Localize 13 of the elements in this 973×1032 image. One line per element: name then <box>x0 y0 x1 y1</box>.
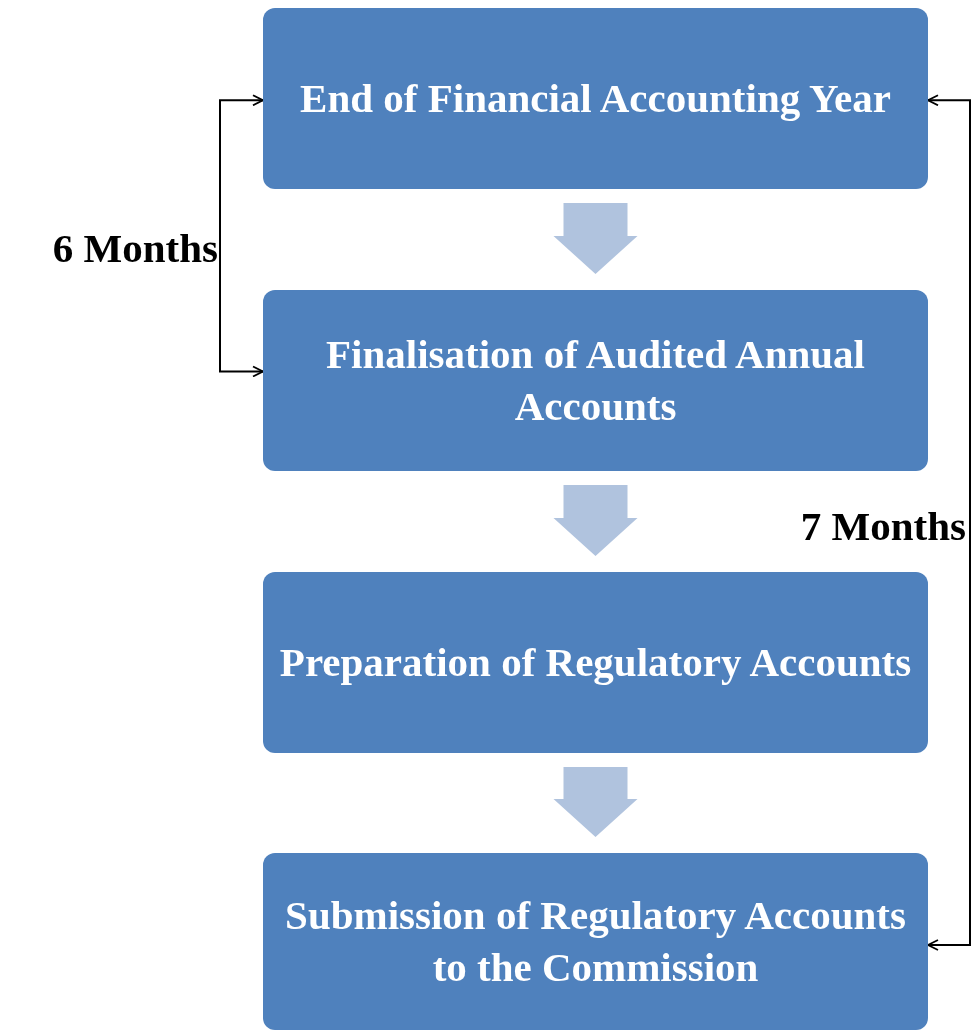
box-label: End of Financial Accounting Year <box>300 73 891 123</box>
bracket-arrow <box>219 94 264 378</box>
block-arrow <box>553 203 638 274</box>
process-box <box>263 572 928 753</box>
block-arrow <box>553 485 638 556</box>
block-arrow <box>553 767 638 837</box>
bracket-arrow <box>927 94 971 951</box>
box-label: Preparation of Regulatory Accounts <box>279 637 912 687</box>
process-box <box>263 8 928 189</box>
process-box <box>263 853 928 1030</box>
box-label: Finalisation of Audited Annual Accounts <box>325 330 866 431</box>
box-label: Submission of Regulatory Accounts to the Commission <box>284 891 907 992</box>
process-box <box>263 290 928 471</box>
